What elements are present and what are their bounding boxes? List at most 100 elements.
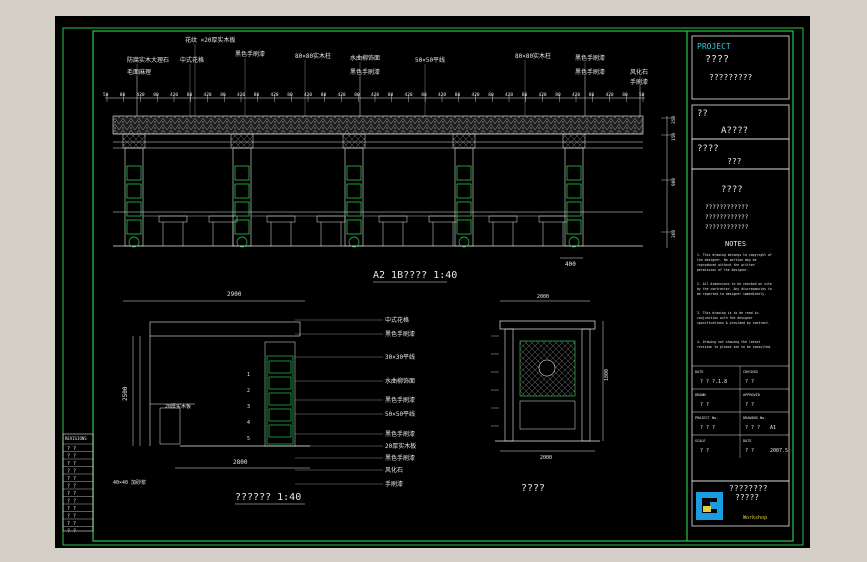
drawing-canvas[interactable]: REVISIONS ? ?? ?? ?? ?? ?? ?? ?? ?? ?? ?… [55, 16, 810, 548]
section-index: 5 [247, 436, 250, 442]
column-panel [234, 201, 250, 217]
note-line: permission of the designer. [697, 268, 749, 272]
panel-row-key2: APPROVED [743, 393, 760, 397]
revision-row: ? ? [67, 476, 76, 482]
column-body [232, 147, 252, 247]
callout-top: 风化石 [630, 68, 648, 76]
dim-top-label: 420 [137, 92, 145, 98]
revision-row: ? ? [67, 446, 76, 452]
note-line: reproduced without the written [697, 263, 757, 267]
dim-right-label: 360 [671, 230, 677, 238]
callout-top: 水曲柳饰面 [350, 54, 380, 62]
bench-top [428, 215, 458, 223]
side-bottom-dim: 2000 [540, 455, 552, 461]
dim-top-label: 420 [338, 92, 346, 98]
bench-top [158, 215, 188, 223]
revision-row: ? ? [67, 521, 76, 527]
column-base [236, 236, 248, 248]
revision-row: ? ? [67, 484, 76, 490]
side-title: ???? [521, 483, 545, 494]
dim-top-label: 420 [539, 92, 547, 98]
dim-top-label: 50 [639, 92, 645, 98]
notes-q1: ???????????? [705, 204, 749, 211]
callout-top: 中式花格 [180, 56, 204, 64]
section-index: 2 [247, 388, 250, 394]
dim-top-label: 50 [103, 92, 109, 98]
note-line: revision to please see to be consulted. [697, 345, 772, 349]
notes-title: NOTES [725, 240, 746, 248]
column-4 [452, 133, 568, 248]
revision-row: ? ? [67, 454, 76, 460]
revision-row: ? ? [67, 506, 76, 512]
note-line: specifications & provided by contract. [697, 321, 770, 325]
callout-top: 黑色手刷漆 [575, 68, 605, 76]
dim-top-label: 80 [254, 92, 260, 98]
note-line: 2. All dimensions to be checked on site [697, 282, 774, 286]
dim-top-label: 80 [622, 92, 628, 98]
panel-row-value2: ? ? [745, 448, 754, 454]
logo-text: ???????? [729, 484, 768, 493]
column-body [564, 147, 584, 247]
revision-row: ? ? [67, 491, 76, 497]
dim-right-label: 900 [671, 178, 677, 186]
panel-row-key2: DRAWING No. [743, 416, 766, 420]
dim-top-label: 80 [153, 92, 159, 98]
column-base [348, 236, 360, 248]
callout-top: 花纹 ×20厚实木板 [185, 36, 235, 44]
section-label: 黑色手刷漆 [385, 330, 415, 338]
column-panel [234, 165, 250, 181]
section-mid-label: 20厚实木板 [165, 403, 191, 410]
panel-row-key: DATE [695, 370, 703, 374]
dim-top-label: 80 [589, 92, 595, 98]
section-title: ?????? 1:40 [235, 492, 301, 503]
revision-row: ? ? [67, 469, 76, 475]
column-cap [122, 133, 146, 149]
note-line: conjunction with the designer [697, 316, 755, 320]
outer-frame [62, 27, 804, 546]
column-base [128, 236, 140, 248]
client-value: A???? [721, 126, 748, 136]
column-cap [230, 133, 254, 149]
side-top-dim: 2000 [537, 294, 549, 300]
column-panel [456, 201, 472, 217]
section-index: 3 [247, 404, 250, 410]
dim-top-label: 420 [606, 92, 614, 98]
dim-top-label: 80 [321, 92, 327, 98]
panel-row-value2: ? ? [745, 402, 754, 408]
section-top-dim: 2900 [227, 291, 242, 298]
dim-right-label: 350 [671, 116, 677, 124]
note-line: be reported to designer immediately. [697, 292, 766, 296]
note-line: the designer. No portion may be [697, 258, 758, 262]
dim-top-label: 420 [405, 92, 413, 98]
revision-row: ? ? [67, 499, 76, 505]
panel-row-value: ? ? ? [700, 425, 715, 431]
column-panel [346, 165, 362, 181]
company-logo [696, 492, 723, 520]
dim-top-label: 80 [354, 92, 360, 98]
note-line: by the contractor. Any discrepancies to [697, 287, 774, 291]
dim-top-label: 80 [455, 92, 461, 98]
section-panel [268, 376, 292, 390]
revision-row: ? ? [67, 514, 76, 520]
dim-top-label: 420 [371, 92, 379, 98]
column-5 [562, 133, 586, 248]
logo-sub: ????? [735, 493, 759, 502]
dim-top-label: 80 [421, 92, 427, 98]
column-1 [122, 133, 238, 248]
section-label: 20厚实木板 [385, 442, 416, 450]
dim-top-label: 80 [388, 92, 394, 98]
note-3: 3. This drawing is to be read in conjunc… [697, 311, 770, 325]
section-index: 4 [247, 420, 250, 426]
column-panel [456, 219, 472, 235]
column-panel [126, 165, 142, 181]
column-3 [342, 133, 458, 248]
inner-frame [92, 30, 794, 542]
callout-top: 防腐实木大理石 [127, 56, 169, 64]
dim-top-label: 420 [204, 92, 212, 98]
column-base [568, 236, 580, 248]
section-label: 黑色手刷漆 [385, 454, 415, 462]
bench-top [488, 215, 518, 223]
dim-top-label: 80 [220, 92, 226, 98]
dim-top-label: 420 [572, 92, 580, 98]
